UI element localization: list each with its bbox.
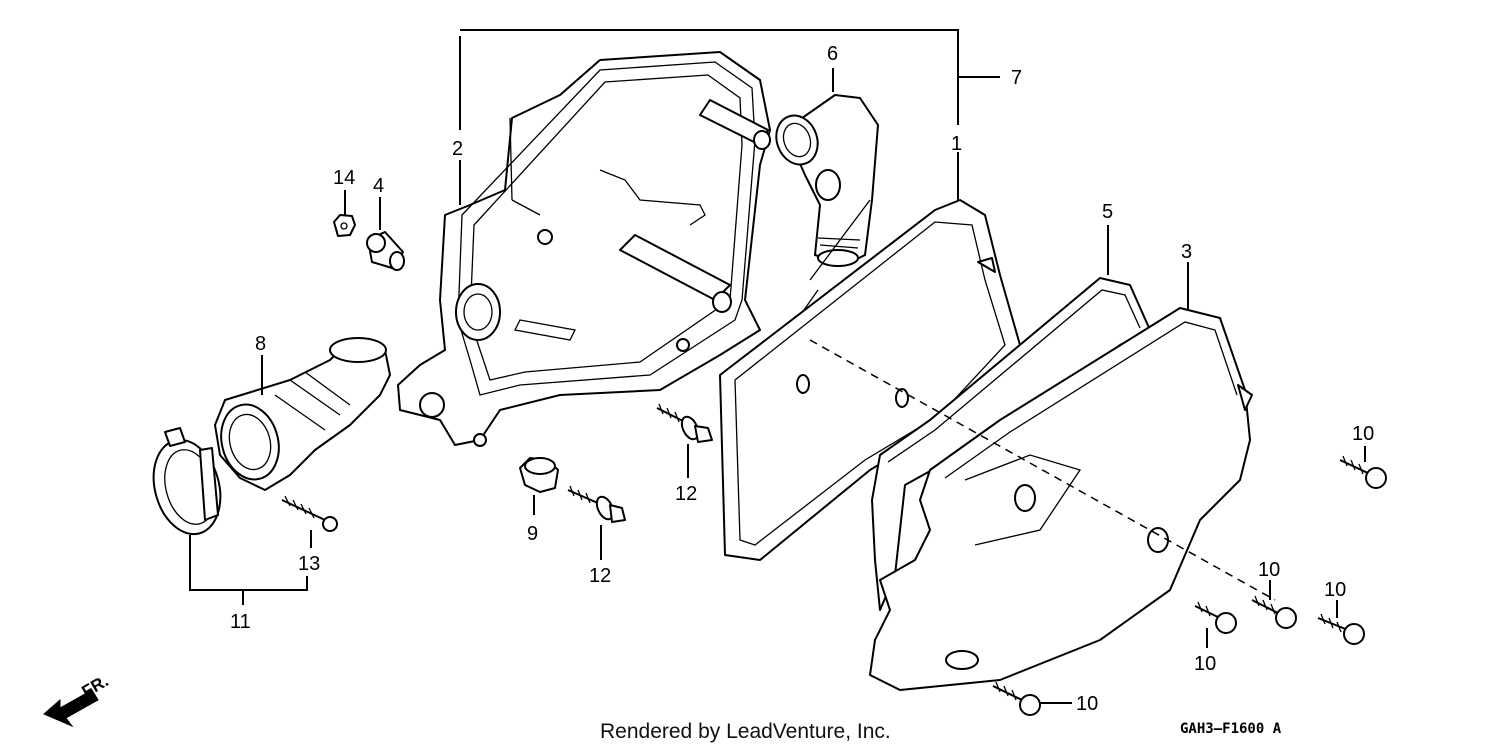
label-part-7: 7 (1011, 67, 1022, 89)
label-part-14: 14 (333, 167, 355, 189)
label-part-13: 13 (298, 553, 320, 575)
front-direction-arrow: FR. (43, 671, 112, 728)
label-part-10-d: 10 (1194, 653, 1216, 675)
label-part-1: 1 (951, 133, 962, 155)
air-cleaner-cover (869, 307, 1253, 691)
connecting-tube (775, 94, 879, 331)
footer-credit: Rendered by LeadVenture, Inc. (600, 720, 891, 743)
bracket-7 (459, 29, 1000, 205)
alignment-line (809, 339, 1276, 601)
label-part-10-e: 10 (1076, 693, 1098, 715)
label-part-12-a: 12 (675, 483, 697, 505)
label-part-12-b: 12 (589, 565, 611, 587)
label-part-9: 9 (527, 523, 538, 545)
band-11 (152, 427, 222, 536)
arrow-icon (43, 689, 99, 728)
label-part-6: 6 (827, 43, 838, 65)
screw-10-far-right (1317, 613, 1365, 645)
label-part-11: 11 (230, 611, 251, 633)
collar-4 (366, 231, 405, 271)
label-part-8: 8 (255, 333, 266, 355)
screw-10-bottom (992, 681, 1041, 716)
screw-10-right (1339, 455, 1387, 489)
bolt-12-lower (567, 485, 626, 523)
part-labels: 1 2 3 4 5 6 7 8 9 10 10 10 10 10 11 12 1… (230, 43, 1374, 715)
inlet-tube-8 (214, 337, 391, 491)
screw-13 (281, 495, 338, 532)
label-part-4: 4 (373, 175, 384, 197)
label-part-2: 2 (452, 138, 463, 160)
label-part-10-a: 10 (1352, 423, 1374, 445)
label-part-5: 5 (1102, 201, 1113, 223)
screw-10-lower-mid (1194, 601, 1237, 634)
label-part-10-c: 10 (1324, 579, 1346, 601)
air-cleaner-case (397, 51, 771, 447)
nut-14 (333, 214, 356, 237)
collar-9 (519, 457, 559, 493)
leader-lines (189, 68, 1366, 704)
screw-10-mid (1251, 595, 1297, 629)
label-part-3: 3 (1181, 241, 1192, 263)
label-part-10-b: 10 (1258, 559, 1280, 581)
bolt-12-upper (656, 403, 713, 443)
diagram-code: GAH3—F1600 A (1180, 721, 1282, 737)
